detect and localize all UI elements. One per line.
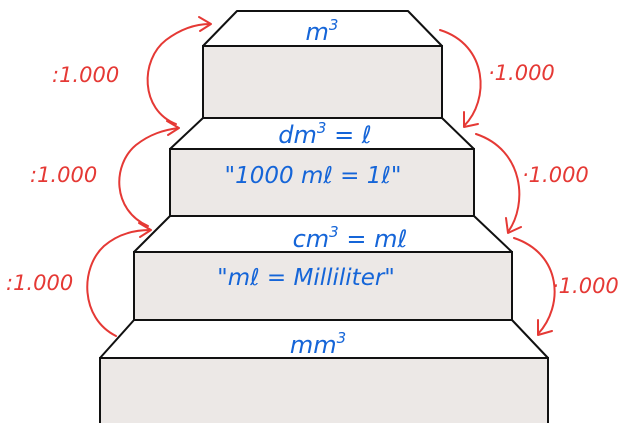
left-arrow-1 [146,23,211,125]
step-m3-face [202,45,443,119]
note-dm3: "1000 mℓ = 1ℓ" [225,163,402,189]
left-arrow-2 [118,127,179,227]
right-arrow-3 [513,237,556,335]
right-label-3: ·1.000 [552,274,619,298]
step-mm3-face [99,357,549,423]
step-cm3-face [133,251,513,321]
right-arrow-1 [439,29,482,127]
left-arrowhead-2 [166,120,180,136]
unit-label-dm3: dm3 = ℓ [278,119,371,149]
left-label-2: :1.000 [30,163,97,187]
right-arrowhead-3 [537,319,553,336]
note-cm3: "mℓ = Milliliter" [217,265,395,291]
unit-label-mm3: mm3 [290,329,346,359]
unit-label-cm3: cm3 = mℓ [293,223,408,253]
unit-label-m3: m3 [306,16,339,46]
step-cm3 [133,215,513,321]
step-mm3 [99,319,549,423]
right-label-2: ·1.000 [522,163,589,187]
right-arrow-2 [475,133,521,233]
left-label-3: :1.000 [6,271,73,295]
left-arrowhead-3 [138,222,152,238]
right-arrowhead-1 [463,111,479,128]
left-arrowhead-1 [198,16,212,32]
left-label-1: :1.000 [52,63,119,87]
right-arrowhead-2 [505,217,522,234]
step-m3 [202,10,443,119]
right-label-1: ·1.000 [488,61,555,85]
left-arrow-3 [86,229,151,337]
